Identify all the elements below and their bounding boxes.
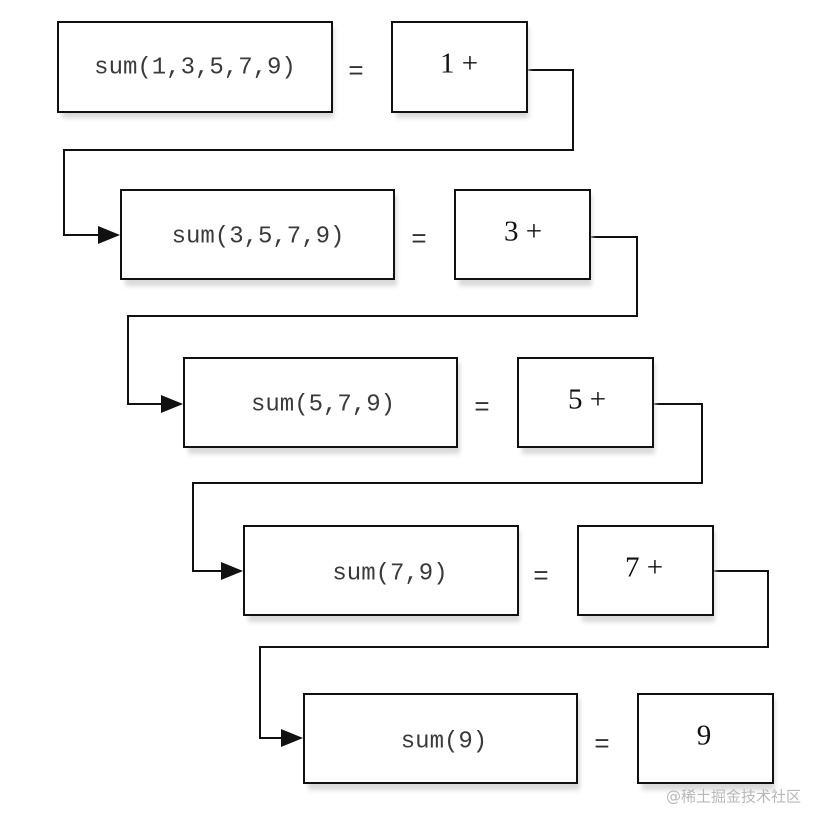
call-box-1 [57,21,333,113]
call-box-5 [303,693,578,784]
value-box-2 [454,189,591,280]
call-box-2 [120,189,395,280]
call-label-3: sum(5,7,9) [251,391,395,418]
equals-sign-2: = [411,223,426,253]
connector-1-to-2 [63,69,574,244]
value-label-1: 1 + [440,48,478,80]
connector-3-to-4 [192,403,703,580]
step-row-4: sum(7,9) = 7 + [243,525,715,622]
equals-sign-4: = [533,560,548,590]
connector-2-to-3 [127,236,638,413]
call-box-3 [183,357,458,448]
value-label-4: 7 + [625,552,663,584]
equals-sign-5: = [594,728,609,758]
step-row-3: sum(5,7,9) = 5 + [183,357,655,454]
call-box-4 [243,525,519,616]
call-label-2: sum(3,5,7,9) [172,223,345,250]
call-label-1: sum(1,3,5,7,9) [94,54,296,81]
value-box-4 [577,525,714,616]
watermark-text: @稀土掘金技术社区 [666,788,801,806]
connector-4-to-5 [259,570,769,747]
equals-sign-1: = [348,55,363,85]
step-row-5: sum(9) = 9 [303,693,775,790]
value-label-2: 3 + [504,216,542,248]
value-box-1 [391,21,528,113]
step-row-1: sum(1,3,5,7,9) = 1 + [57,21,529,118]
value-label-5: 9 [697,720,712,752]
value-box-3 [517,357,654,448]
value-box-5 [637,693,774,784]
value-label-3: 5 + [568,384,606,416]
call-label-4: sum(7,9) [332,560,447,587]
step-row-2: sum(3,5,7,9) = 3 + [120,189,592,286]
equals-sign-3: = [474,391,489,421]
call-label-5: sum(9) [401,728,487,755]
